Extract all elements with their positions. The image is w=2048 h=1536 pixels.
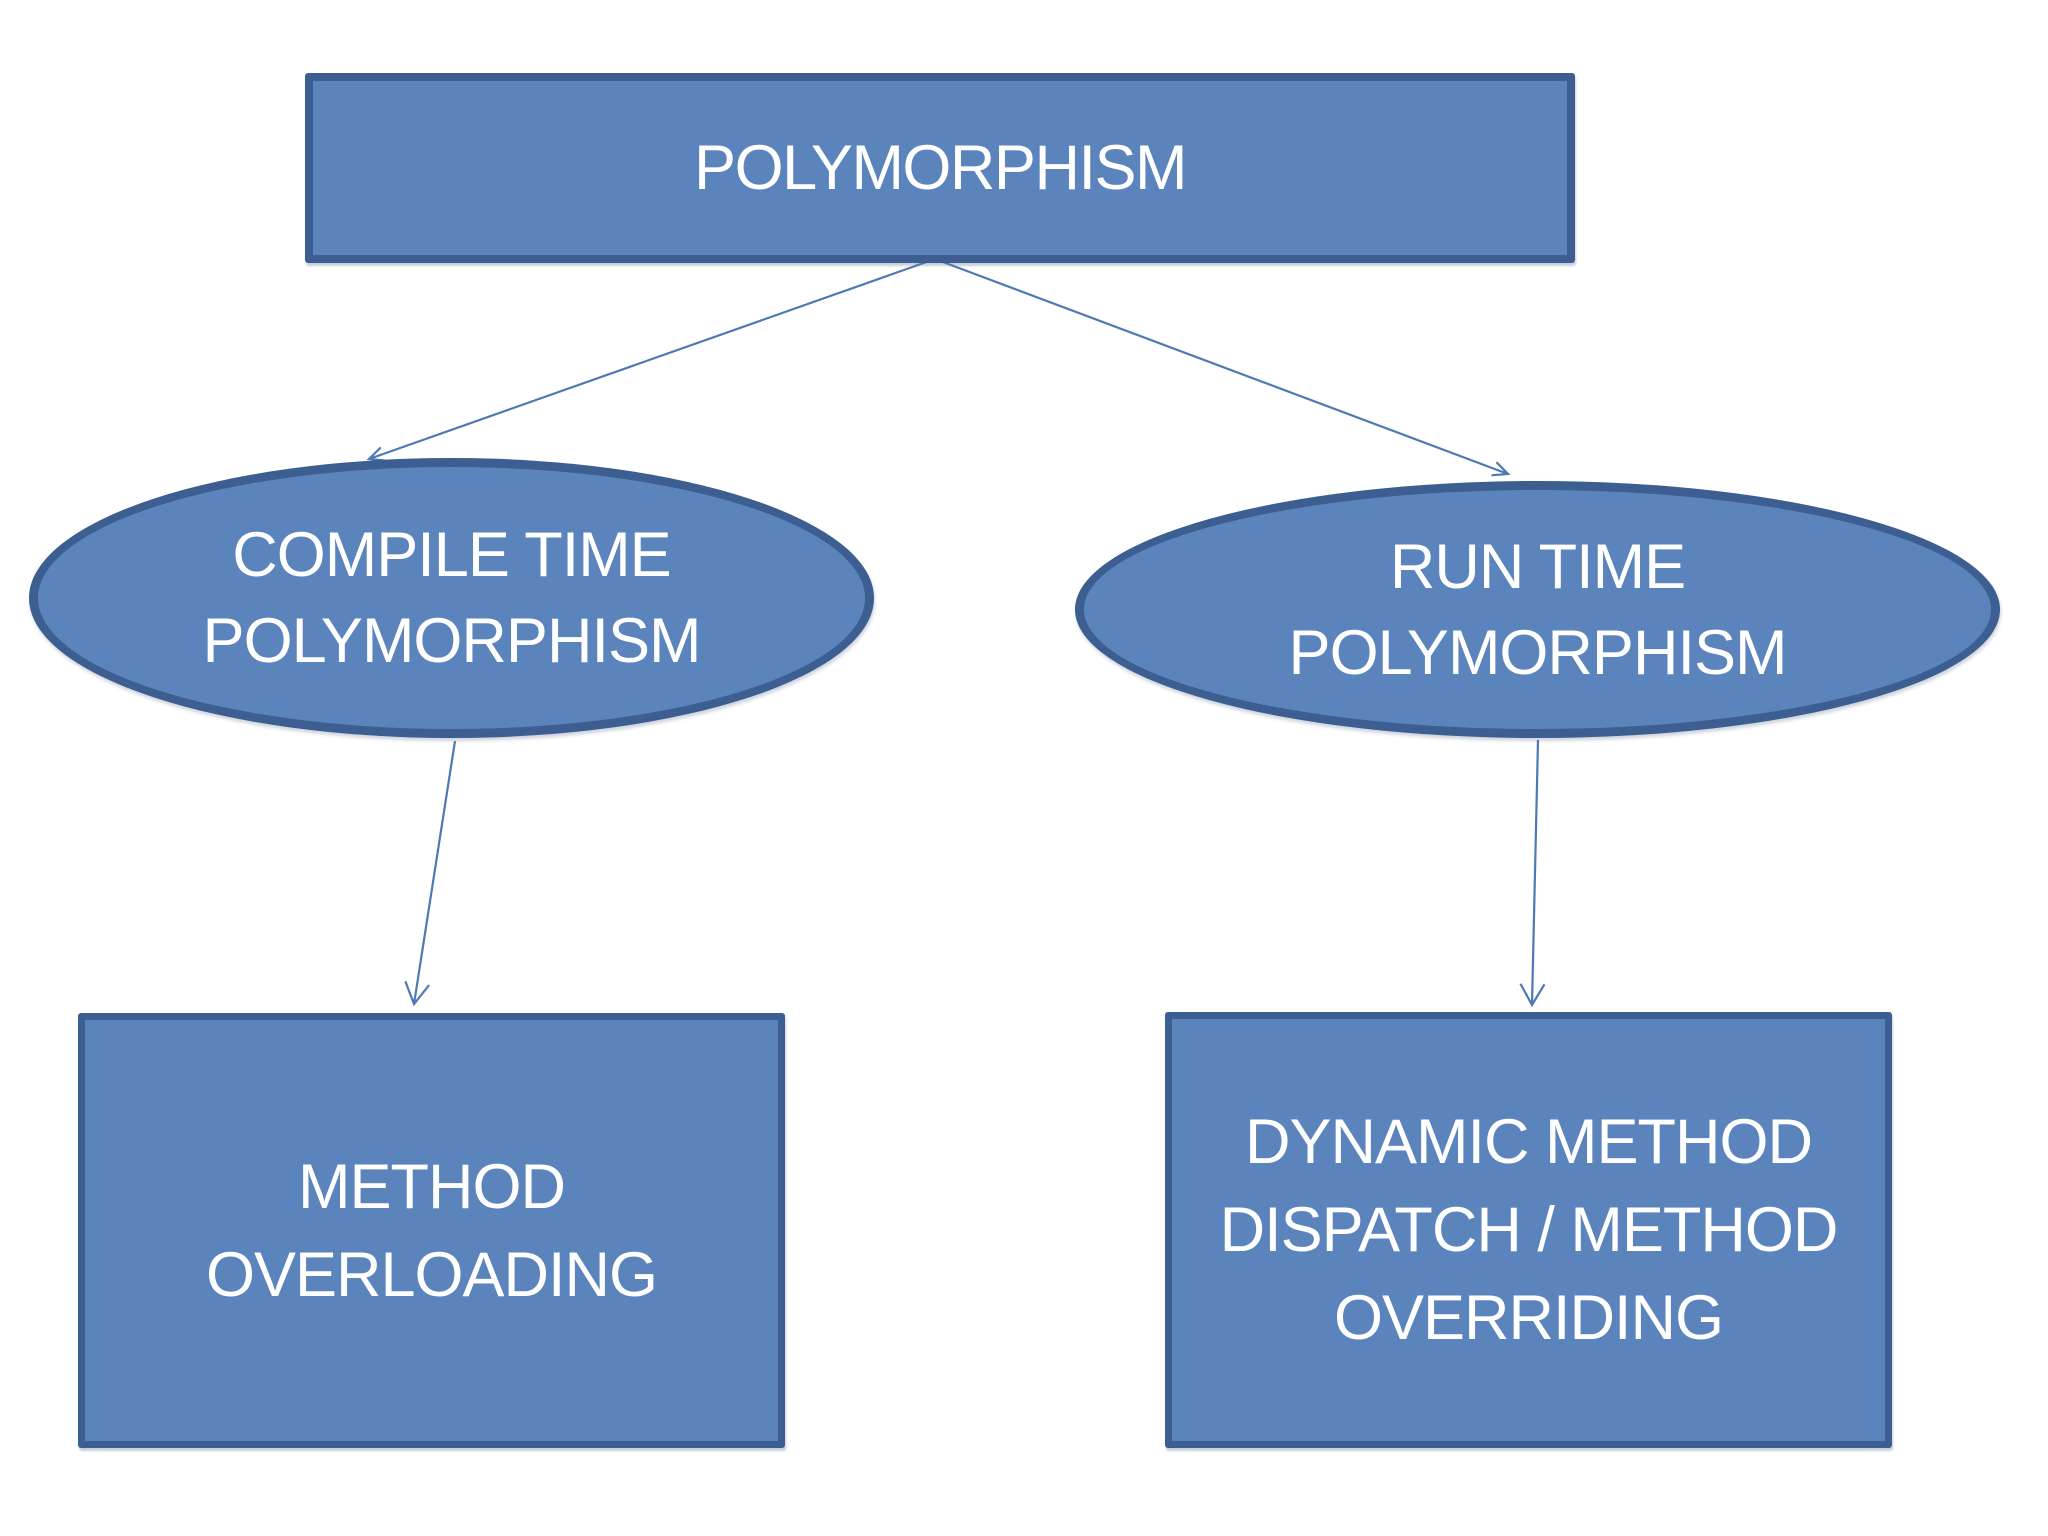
node-method-overloading-label-line2: OVERLOADING <box>205 1239 658 1310</box>
node-polymorphism: POLYMORPHISM <box>305 73 1575 263</box>
node-dynamic-dispatch-label-line2: DISPATCH / METHOD <box>1219 1195 1839 1265</box>
node-run-time-label-line2: POLYMORPHISM <box>1288 617 1788 688</box>
node-method-overloading-label-line1: METHOD <box>298 1151 566 1222</box>
node-run-time-label-line1: RUN TIME <box>1389 531 1686 602</box>
node-dynamic-method-dispatch: DYNAMIC METHOD DISPATCH / METHOD OVERRID… <box>1165 1012 1892 1448</box>
arrow-compile-time-to-method-overloading <box>404 740 457 1007</box>
arrow-root-to-run-time <box>934 257 1511 477</box>
node-run-time-polymorphism: RUN TIME POLYMORPHISM <box>1075 481 2000 738</box>
arrow-run-time-to-dynamic-dispatch <box>1519 739 1546 1008</box>
node-compile-time-label-line2: POLYMORPHISM <box>202 606 702 676</box>
node-polymorphism-label: POLYMORPHISM <box>694 133 1187 203</box>
node-dynamic-dispatch-label-line1: DYNAMIC METHOD <box>1245 1107 1813 1177</box>
arrow-root-to-compile-time <box>366 257 936 462</box>
node-method-overloading: METHOD OVERLOADING <box>78 1013 785 1448</box>
node-dynamic-dispatch-label-line3: OVERRIDING <box>1333 1283 1724 1353</box>
node-compile-time-polymorphism: COMPILE TIME POLYMORPHISM <box>29 458 874 738</box>
node-compile-time-label-line1: COMPILE TIME <box>232 520 671 590</box>
